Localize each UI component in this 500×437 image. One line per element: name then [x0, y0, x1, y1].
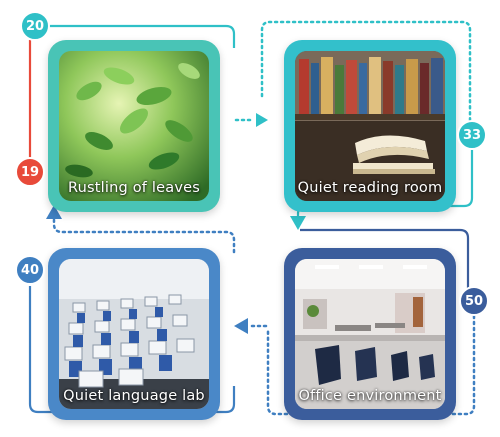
arrow-1-to-2-head: [256, 113, 268, 127]
card-label: Quiet reading room: [297, 180, 443, 196]
badge-19: 19: [15, 157, 45, 187]
connector-20: [48, 24, 236, 48]
card-rustling-of-leaves: Rustling of leaves: [48, 40, 220, 212]
card-quiet-language-lab: Quiet language lab: [48, 248, 220, 420]
badge-50: 50: [459, 286, 489, 316]
arrow-4-to-3-head: [234, 318, 248, 334]
computer-lab-photo: [59, 259, 209, 409]
arrow-2-to-4-head: [290, 216, 306, 230]
card-quiet-reading-room: Quiet reading room: [284, 40, 456, 212]
leaves-photo: [59, 51, 209, 201]
badge-value: 20: [25, 18, 45, 34]
connector-50: [300, 228, 470, 288]
office-photo: [295, 259, 445, 409]
arrow-3-to-1-head: [46, 205, 62, 219]
badge-40: 40: [15, 255, 45, 285]
card-label: Office environment: [298, 388, 442, 404]
badge-value: 33: [462, 127, 482, 143]
card-label: Quiet language lab: [63, 388, 205, 404]
badge-33: 33: [457, 120, 487, 150]
dotted-loop-left: [52, 216, 236, 254]
books-photo: [295, 51, 445, 201]
dotted-loop-top-right: [260, 20, 472, 124]
card-office-environment: Office environment: [284, 248, 456, 420]
badge-20: 20: [20, 11, 50, 41]
badge-value: 50: [464, 293, 484, 309]
badge-value: 40: [20, 262, 40, 278]
badge-value: 19: [20, 164, 40, 180]
card-label: Rustling of leaves: [68, 180, 200, 196]
